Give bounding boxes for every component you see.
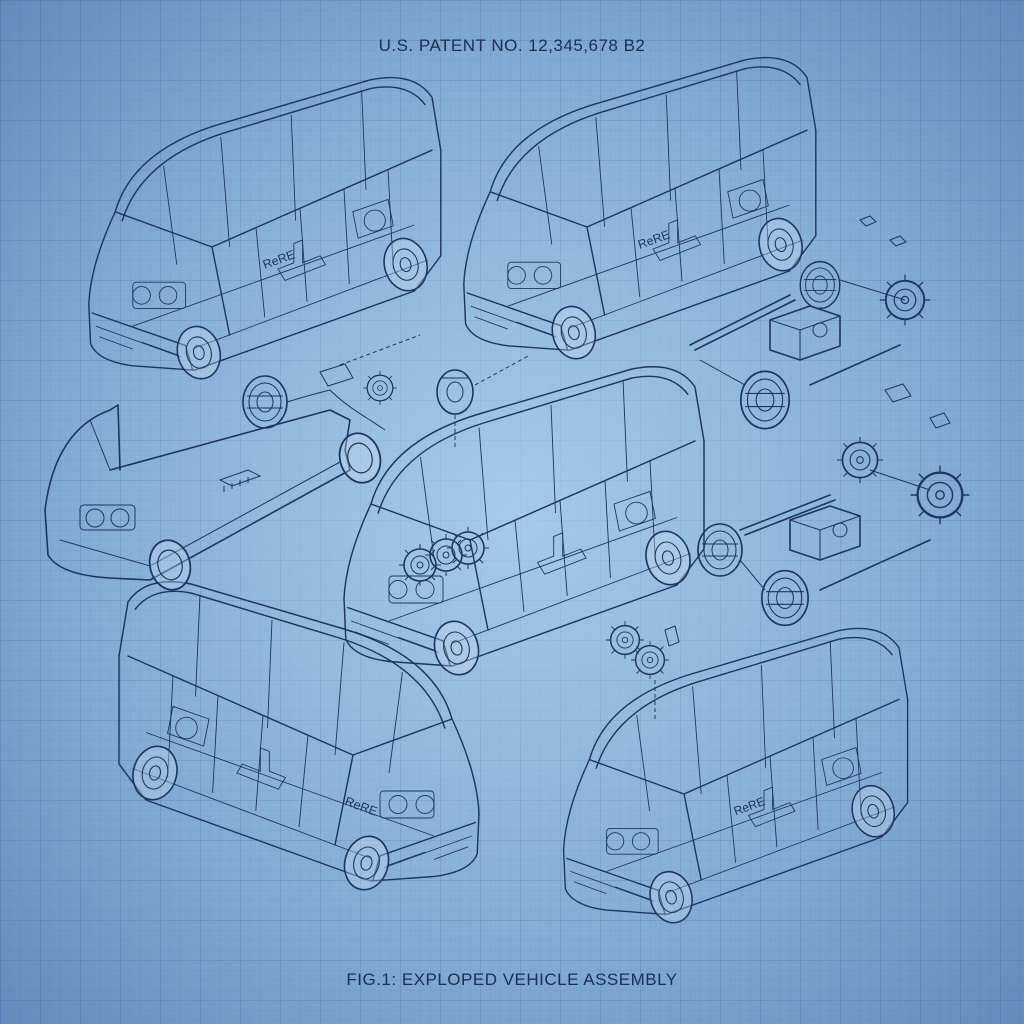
exploded-drivetrain-upper (689, 215, 951, 430)
patent-number: U.S. PATENT NO. 12,345,678 B2 (378, 36, 646, 55)
exploded-drivetrain-lower (697, 436, 971, 627)
van-badge: ReRE (261, 247, 297, 271)
van-top-right: ReRE (463, 56, 817, 365)
van-bottom-right: ReRE (562, 627, 909, 929)
van-badge: ReRE (636, 227, 672, 251)
van-badge: ReRE (343, 794, 379, 819)
figure-caption: FIG.1: EXPLOPED VEHICLE ASSEMBLY (346, 970, 678, 989)
van-top-left: ReRE (88, 76, 442, 385)
gear-cluster (605, 620, 680, 720)
van-bottom-left: ReRE (119, 582, 479, 895)
van-center (343, 365, 705, 681)
exploded-left-components (242, 334, 531, 450)
chassis-platform (44, 404, 382, 591)
center-gear-stack (398, 526, 490, 587)
van-badge: ReRE (732, 794, 767, 818)
small-part (859, 215, 907, 247)
